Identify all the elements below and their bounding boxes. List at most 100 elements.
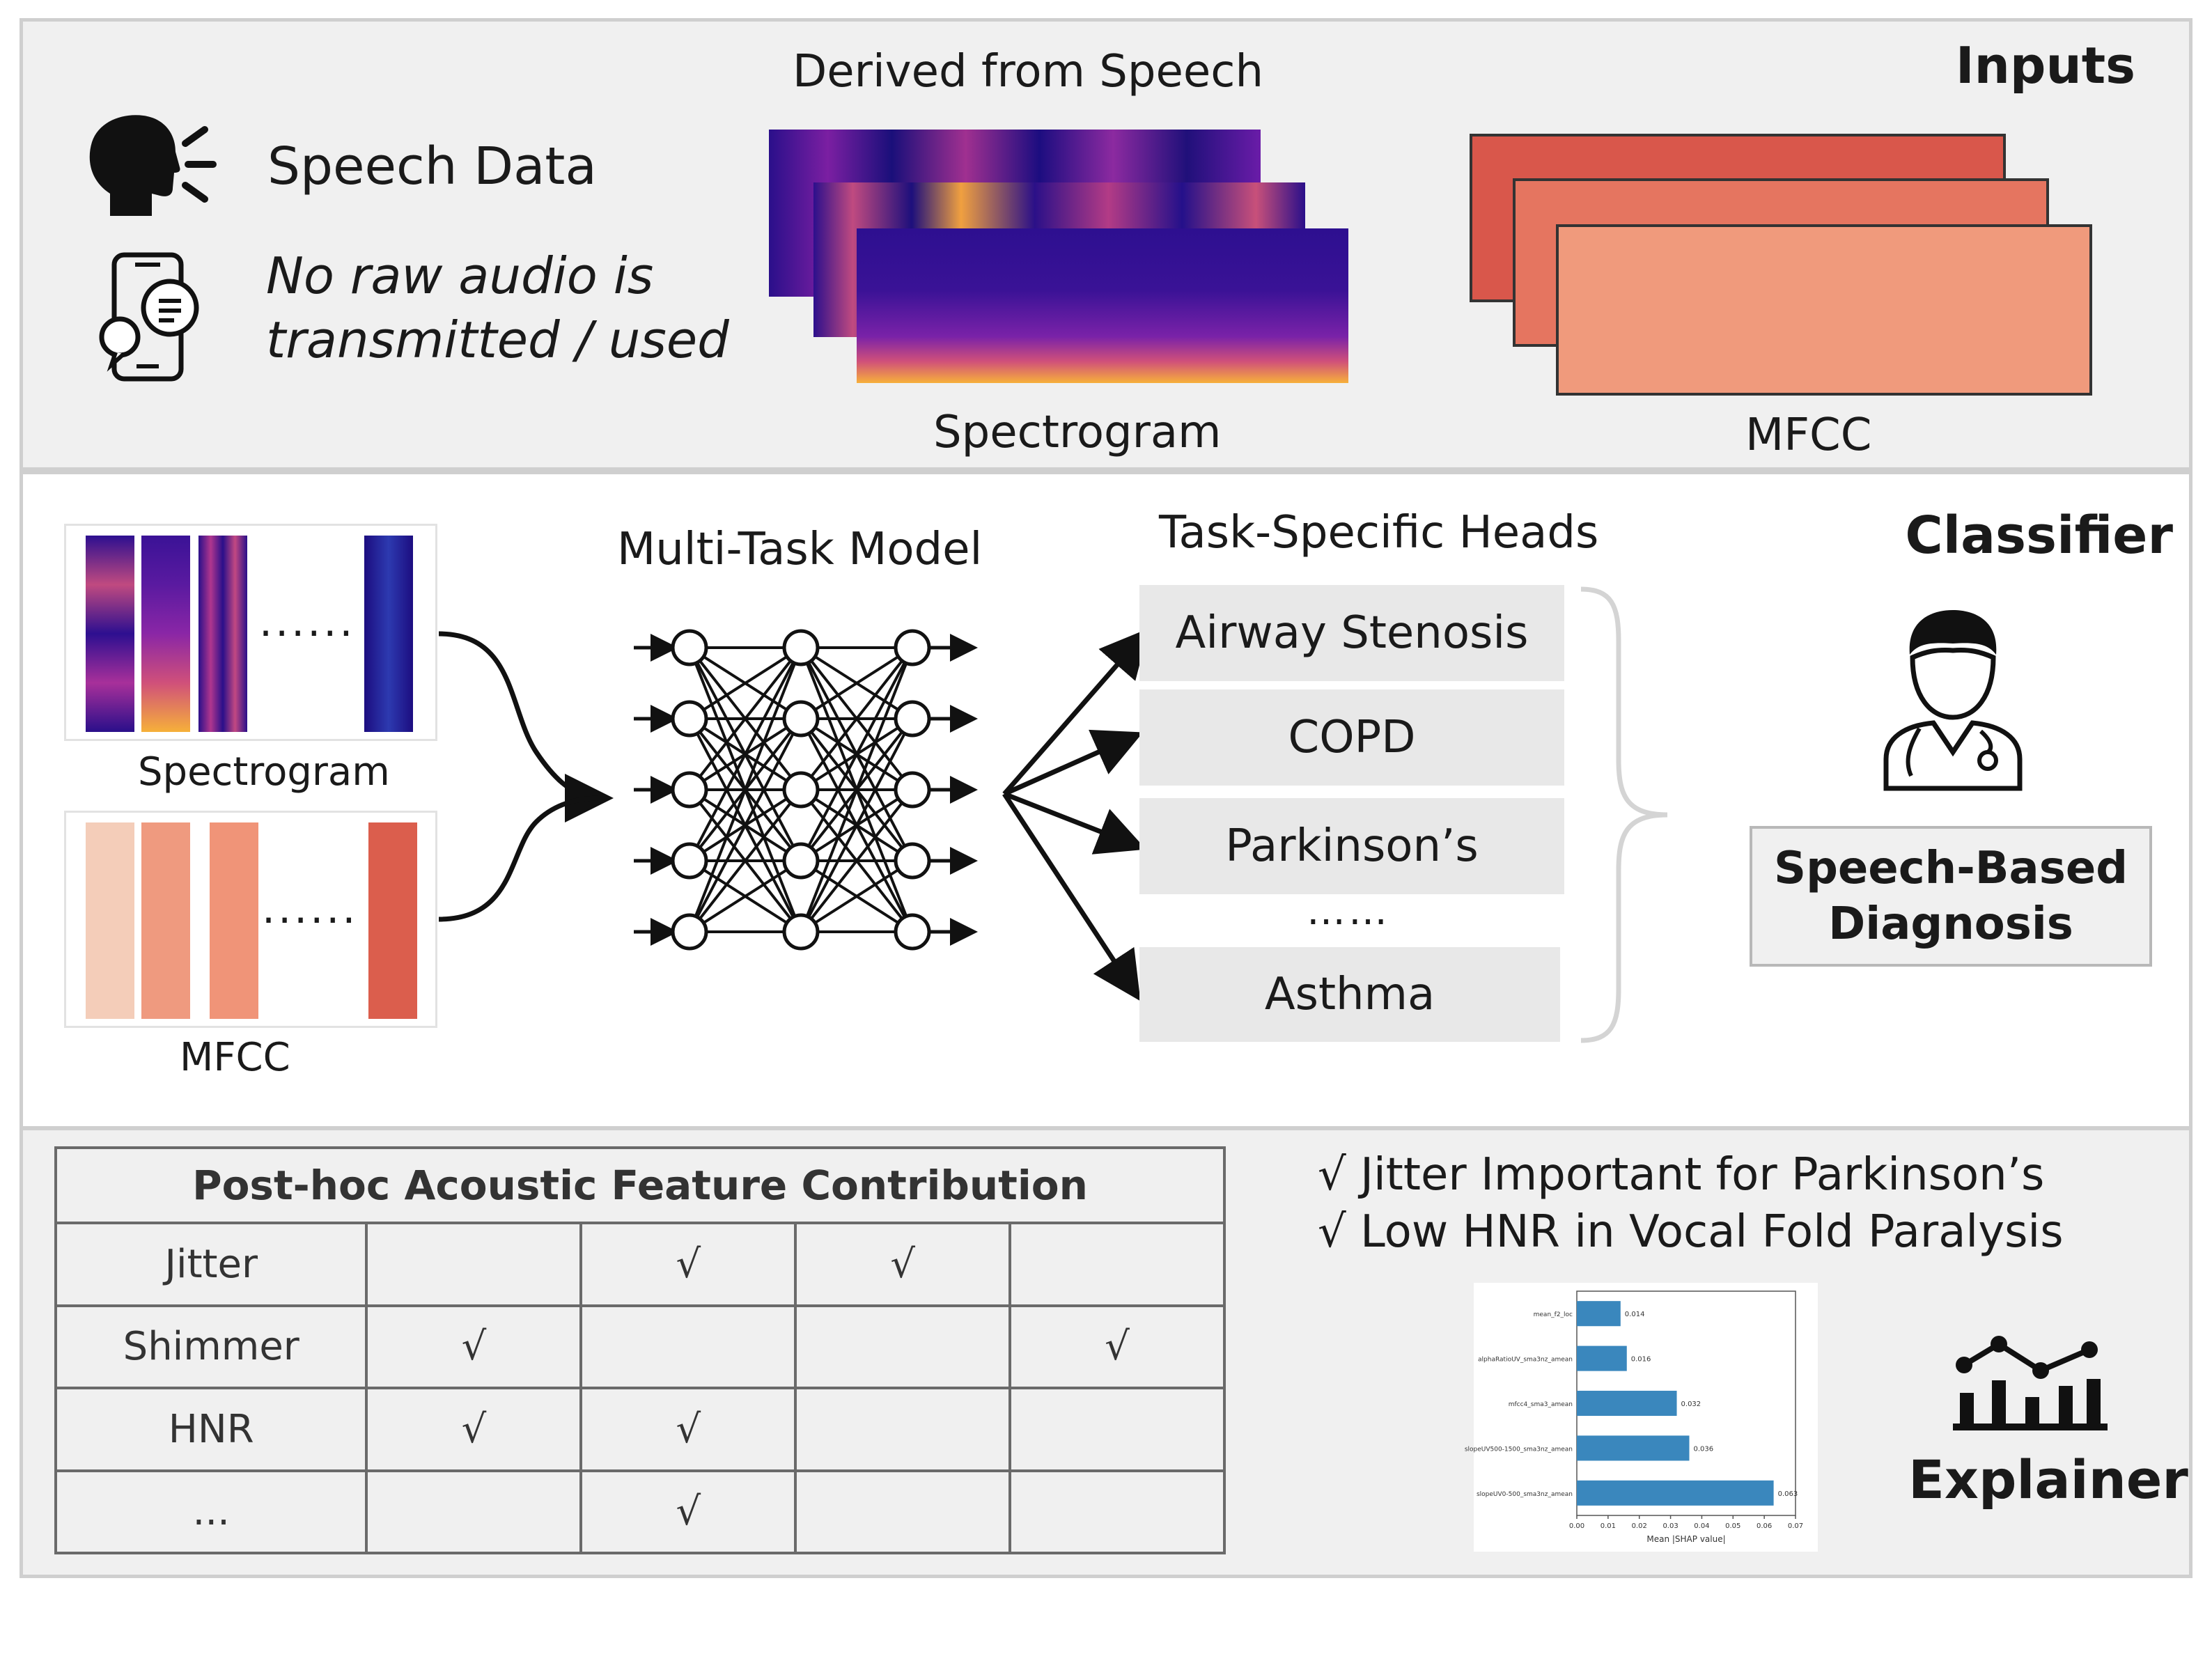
contribution-cell: √	[579, 1222, 797, 1307]
nn-connection	[800, 646, 914, 791]
head-airway-stenosis: Airway Stenosis	[1139, 585, 1564, 681]
heads-brace	[1580, 586, 1668, 1043]
shap-bar-value-label: 0.032	[1681, 1401, 1701, 1408]
contribution-cell: √	[579, 1387, 797, 1472]
inputs-mfcc-label: MFCC	[1745, 410, 1872, 461]
inputs-section-label: Inputs	[1955, 36, 2135, 95]
contribution-cell: √	[1008, 1304, 1226, 1390]
nn-node	[671, 700, 708, 738]
contribution-cell	[1008, 1222, 1226, 1307]
analytics-chart-icon	[1953, 1336, 2108, 1430]
nn-connection	[688, 718, 802, 933]
diagnosis-line2: Diagnosis	[1828, 898, 2073, 950]
nn-node	[671, 629, 708, 666]
shap-x-tick-label: 0.07	[1788, 1522, 1803, 1530]
shap-bar	[1577, 1480, 1774, 1506]
head-output-arrows	[1002, 628, 1149, 1001]
shap-bar	[1577, 1301, 1621, 1327]
feature-contribution-table: Post-hoc Acoustic Feature Contribution J…	[54, 1146, 1226, 1555]
contribution-cell	[794, 1304, 1012, 1390]
input-merge-arrows	[438, 631, 614, 922]
shap-bar-value-label: 0.014	[1625, 1311, 1645, 1318]
nn-node	[782, 913, 820, 951]
feature-name-cell: Shimmer	[54, 1304, 368, 1390]
feature-name-cell: ...	[54, 1469, 368, 1555]
nn-node	[671, 913, 708, 951]
head-asthma: Asthma	[1139, 947, 1560, 1042]
nn-node	[894, 629, 931, 666]
shap-category-label: slopeUV500-1500_sma3nz_amean	[1465, 1446, 1573, 1453]
head-parkinsons: Parkinson’s	[1139, 798, 1564, 894]
classifier-section-label: Classifier	[1905, 506, 2173, 566]
feature-name-cell: Jitter	[54, 1222, 368, 1307]
shap-x-tick-label: 0.01	[1600, 1522, 1616, 1530]
shap-x-tick-label: 0.06	[1757, 1522, 1772, 1530]
shap-bar-value-label: 0.036	[1693, 1445, 1713, 1453]
contribution-cell	[579, 1304, 797, 1390]
diagnosis-box: Speech-Based Diagnosis	[1750, 826, 2152, 967]
nn-node	[782, 842, 820, 880]
contribution-cell	[794, 1387, 1012, 1472]
nn-node	[894, 842, 931, 880]
head-copd: COPD	[1139, 689, 1564, 786]
shap-category-label: slopeUV0-500_sma3nz_amean	[1477, 1491, 1573, 1498]
nn-connection	[688, 647, 802, 861]
shap-x-axis-label: Mean |SHAP value|	[1646, 1534, 1725, 1544]
diagnosis-line1: Speech-Based	[1773, 843, 2128, 894]
model-title: Multi-Task Model	[617, 524, 983, 575]
contribution-cell: √	[365, 1304, 583, 1390]
nn-connection	[800, 647, 914, 861]
nn-node	[782, 771, 820, 809]
heads-ellipsis: ……	[1307, 889, 1390, 934]
feature-name-cell: HNR	[54, 1387, 368, 1472]
heads-title: Task-Specific Heads	[1159, 507, 1599, 559]
nn-node	[671, 842, 708, 880]
nn-node	[671, 771, 708, 809]
neural-network-icon	[634, 629, 978, 951]
nn-connection	[688, 646, 802, 791]
speaking-head-icon	[89, 115, 217, 216]
nn-connection	[800, 646, 914, 720]
shap-x-tick-label: 0.03	[1662, 1522, 1678, 1530]
speech-data-label: Speech Data	[267, 136, 597, 196]
nn-node	[894, 913, 931, 951]
classifier-spectrogram-label: Spectrogram	[138, 749, 390, 795]
contribution-cell	[365, 1222, 583, 1307]
nn-connection	[800, 718, 914, 933]
doctor-icon	[1883, 610, 2023, 791]
nn-connection	[688, 788, 802, 933]
mfcc-strips	[64, 811, 437, 1028]
contribution-cell	[794, 1469, 1012, 1555]
nn-connection	[688, 646, 802, 720]
nn-connection	[800, 788, 914, 933]
shap-bar-chart: 0.014 mean_f2_loc 0.016 alphaRatioUV_sma3nz…	[1465, 1283, 1818, 1552]
privacy-note-line2: transmitted / used	[266, 311, 729, 369]
inputs-spectrogram-label: Spectrogram	[933, 407, 1222, 458]
shap-bar-value-label: 0.063	[1778, 1490, 1798, 1498]
nn-node	[894, 700, 931, 738]
finding-2: √ Low HNR in Vocal Fold Paralysis	[1318, 1206, 2064, 1258]
shap-bar	[1577, 1435, 1690, 1461]
shap-category-label: mean_f2_loc	[1534, 1311, 1573, 1318]
explainer-section-label: Explainer	[1908, 1449, 2188, 1511]
mfcc-strips-ellipsis: ......	[262, 884, 359, 933]
derived-title: Derived from Speech	[793, 46, 1263, 98]
shap-bar	[1577, 1390, 1677, 1417]
contribution-cell	[1008, 1387, 1226, 1472]
shap-bar-value-label: 0.016	[1631, 1356, 1651, 1364]
spectrogram-image-front	[857, 228, 1348, 383]
shap-chart-background	[1474, 1283, 1818, 1552]
shap-bar	[1577, 1346, 1627, 1371]
contribution-cell: √	[794, 1222, 1012, 1307]
shap-x-tick-label: 0.04	[1694, 1522, 1709, 1530]
contribution-cell	[365, 1469, 583, 1555]
spectrogram-strips	[64, 524, 437, 741]
nn-connection	[800, 647, 914, 933]
shap-x-tick-label: 0.00	[1569, 1522, 1584, 1530]
nn-node	[894, 771, 931, 809]
shap-category-label: mfcc4_sma3_amean	[1509, 1401, 1573, 1408]
finding-1: √ Jitter Important for Parkinson’s	[1318, 1149, 2045, 1201]
contribution-cell	[1008, 1469, 1226, 1555]
classifier-mfcc-label: MFCC	[180, 1035, 290, 1080]
shap-category-label: alphaRatioUV_sma3nz_amean	[1478, 1357, 1573, 1364]
